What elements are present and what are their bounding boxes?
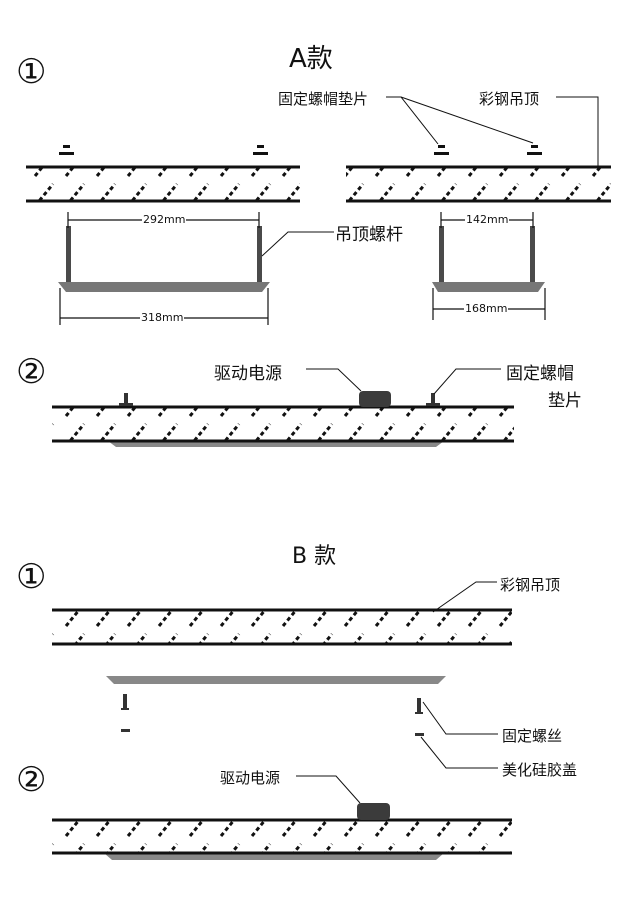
a-rod-bracket-right — [432, 226, 545, 292]
a-leader-lines — [261, 96, 599, 257]
b-lamp-panel — [106, 676, 446, 684]
b-step2-panel — [52, 803, 512, 860]
b-driver-label: 驱动电源 — [220, 769, 281, 787]
b-screws-caps — [121, 694, 424, 736]
dim-right-bottom: 168mm — [464, 302, 509, 315]
a-rod-label: 吊顶螺杆 — [335, 225, 403, 245]
section-b-step1-marker: ① — [16, 557, 47, 597]
dim-left-top: 292mm — [142, 213, 187, 226]
b-ceiling-panel — [52, 608, 512, 646]
a-ceiling-panel-right — [346, 165, 611, 203]
section-a-title: A款 — [289, 44, 333, 74]
b-step2-leaders — [296, 775, 361, 804]
a-washer-label: 固定螺帽垫片 — [278, 90, 369, 108]
b-silicone-cap-label: 美化硅胶盖 — [502, 761, 578, 779]
a-ceiling-panel-left — [26, 165, 300, 203]
section-a-step2-marker: ② — [16, 352, 47, 392]
a-washer-icons — [59, 145, 542, 155]
b-screw-label: 固定螺丝 — [502, 727, 563, 745]
a-driver-label: 驱动电源 — [214, 364, 282, 384]
b-leader-lines — [420, 581, 498, 769]
a-washer-side-label-1: 固定螺帽 — [506, 364, 574, 384]
section-b-step2-marker: ② — [16, 760, 47, 800]
a-step2-panel — [52, 391, 514, 447]
b-steel-ceiling-label: 彩钢吊顶 — [500, 576, 561, 594]
dim-right-top: 142mm — [465, 213, 510, 226]
a-washer-side-label-2: 垫片 — [548, 391, 582, 411]
section-a-step1-marker: ① — [16, 52, 47, 92]
a-steel-ceiling-label: 彩钢吊顶 — [479, 90, 540, 108]
dim-left-bottom: 318mm — [140, 311, 185, 324]
section-b-title: B 款 — [292, 544, 337, 569]
a-rod-bracket-left — [58, 226, 270, 292]
a-step2-leaders — [306, 368, 501, 395]
